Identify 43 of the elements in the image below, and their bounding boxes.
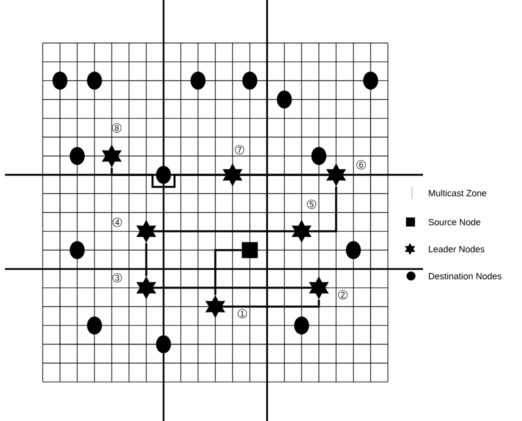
legend-label: Multicast Zone [428, 190, 486, 196]
destination-node-dot [311, 146, 326, 165]
callout-number: 5 [306, 200, 316, 209]
callout-number: 4 [112, 218, 122, 227]
destination-node-dot [190, 72, 206, 90]
tree-link [239, 174, 330, 176]
tree-link [308, 186, 338, 232]
legend-label: Leader Nodes [428, 246, 484, 252]
callout-number: 3 [112, 273, 122, 282]
callout-number: 8 [112, 123, 122, 133]
tree-link [110, 168, 226, 188]
callout-number: 6 [356, 160, 366, 170]
callout-number: 7 [234, 145, 244, 154]
tree-link [214, 249, 242, 295]
destination-node-dot [52, 72, 68, 90]
destination-node-dot [346, 241, 361, 260]
leader-node-star [102, 144, 122, 168]
destination-node-dot [276, 90, 292, 108]
destination-node-dot [86, 316, 102, 334]
leader-node-star [205, 295, 226, 318]
destination-node-dot [70, 241, 85, 260]
source-node-square [242, 242, 258, 258]
destination-node-dot [242, 72, 258, 90]
leader-node-star [136, 220, 156, 243]
tree-link [222, 300, 320, 308]
legend-label: Source Node [428, 218, 480, 226]
leader-node-star [308, 276, 329, 300]
leader-node-star [292, 220, 312, 243]
callout-number: 1 [238, 309, 247, 318]
leader-node-star [222, 163, 243, 186]
legend-label: Destination Nodes [428, 272, 502, 280]
destination-node-dot [70, 146, 85, 165]
callout-number: 2 [338, 290, 348, 300]
destination-node-dot [294, 316, 310, 334]
tree-link [152, 230, 295, 232]
destination-node-dot [156, 166, 172, 184]
leader-node-star [326, 163, 346, 186]
destination-node-dot [363, 72, 378, 90]
tree-link [145, 243, 148, 276]
destination-node-dot [156, 335, 172, 354]
destination-node-dot [86, 72, 102, 90]
tree-link [152, 286, 312, 289]
leader-node-star [136, 276, 156, 300]
